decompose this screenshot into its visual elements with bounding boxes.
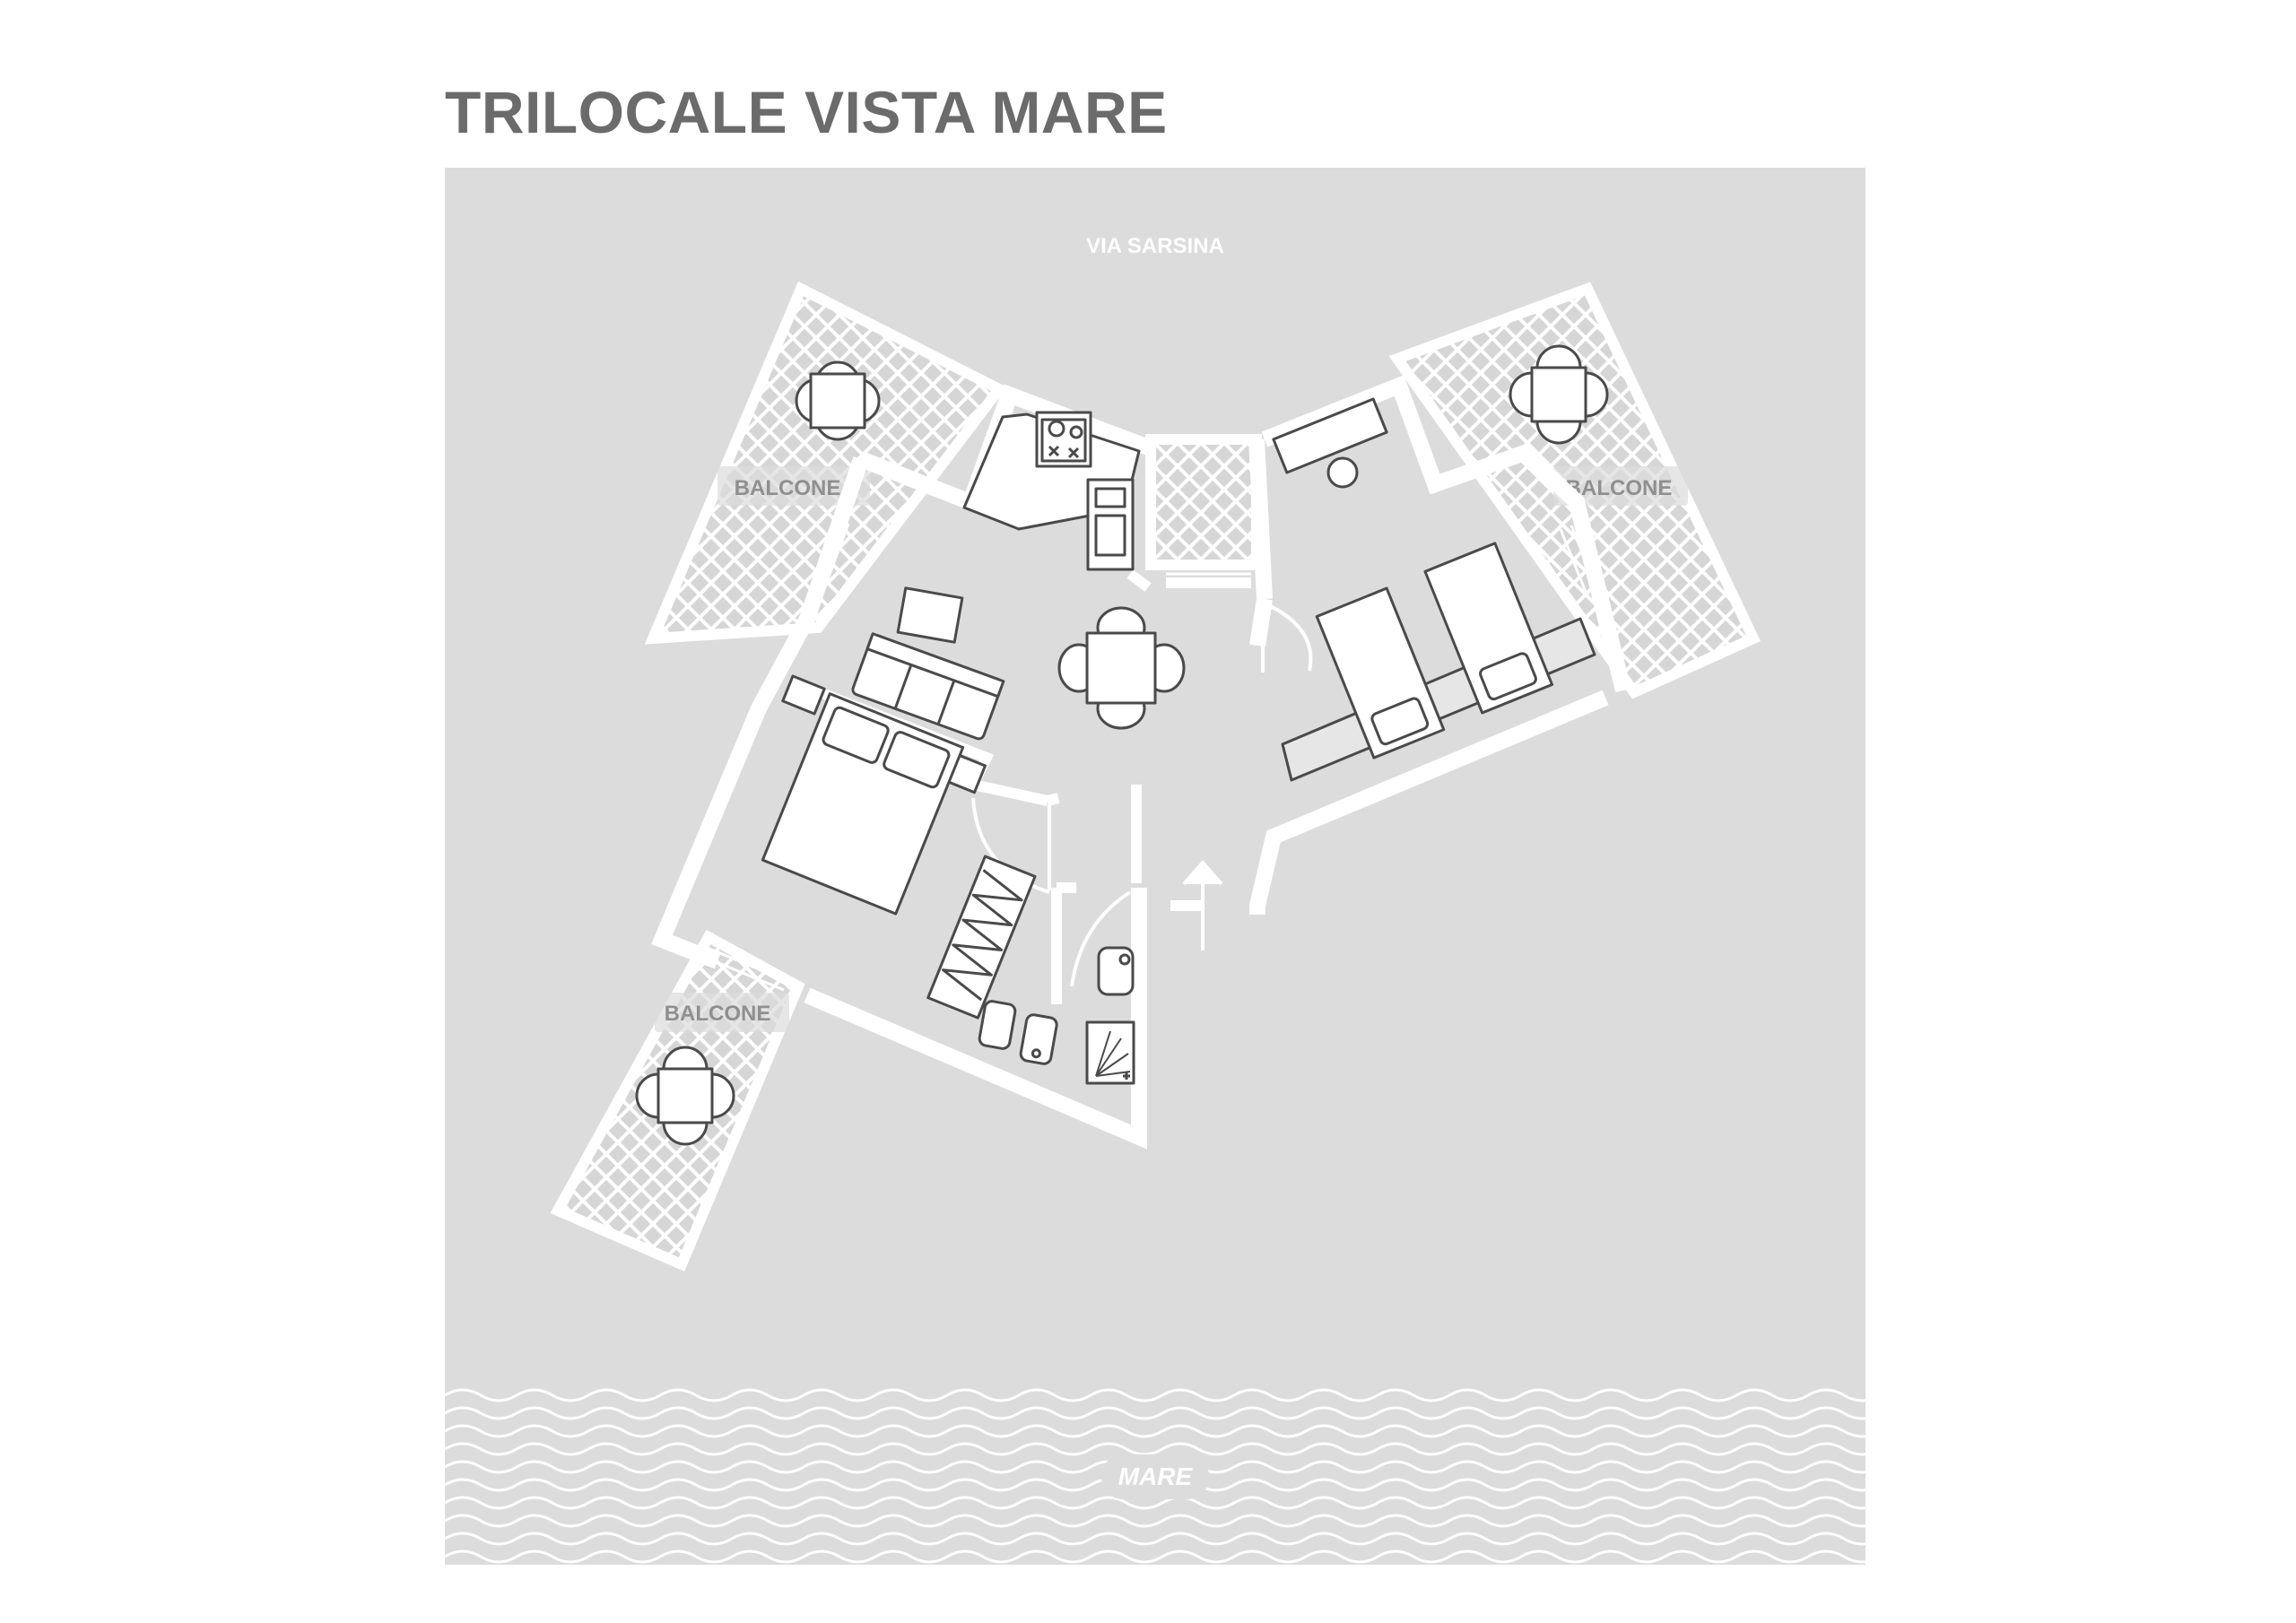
coffee-table [896, 586, 964, 644]
page-title: TRILOCALE VISTA MARE [445, 79, 1168, 145]
bidet-icon [978, 1000, 1017, 1050]
toilet-icon [1019, 1013, 1058, 1065]
street-label: VIA SARSINA [1086, 234, 1224, 258]
desk-icon [1272, 397, 1388, 489]
plan-background [445, 168, 1866, 1565]
balcony-left: BALCONE [644, 281, 1008, 645]
door-swings [971, 602, 1313, 987]
stove-icon [1040, 418, 1087, 463]
shower-icon [1085, 1020, 1135, 1085]
table-chair-icon [1509, 344, 1609, 445]
table-chair-icon [1057, 606, 1186, 730]
washbasin-icon [1097, 946, 1135, 996]
window-niche [1145, 434, 1262, 570]
double-bed-icon [761, 692, 965, 916]
balcony-right-label: BALCONE [1566, 476, 1673, 500]
sofa-icon [851, 632, 1005, 741]
table-chair-icon [635, 1046, 735, 1146]
single-bed-icon [1315, 586, 1446, 759]
entrance-arrow-icon [1182, 859, 1223, 950]
sink-icon [1086, 478, 1135, 571]
wardrobe-icon [926, 855, 1037, 1020]
single-bed-icon [1423, 542, 1554, 715]
table-chair-icon [795, 360, 881, 441]
balcony-left-label: BALCONE [735, 476, 841, 500]
sea-label: MARE [1118, 1462, 1194, 1490]
sea-label-badge [1101, 1454, 1209, 1499]
nightstand [781, 674, 826, 716]
balcony-bottom-label: BALCONE [665, 1002, 771, 1026]
windows [700, 519, 1598, 992]
kitchen-counter [962, 411, 1141, 531]
